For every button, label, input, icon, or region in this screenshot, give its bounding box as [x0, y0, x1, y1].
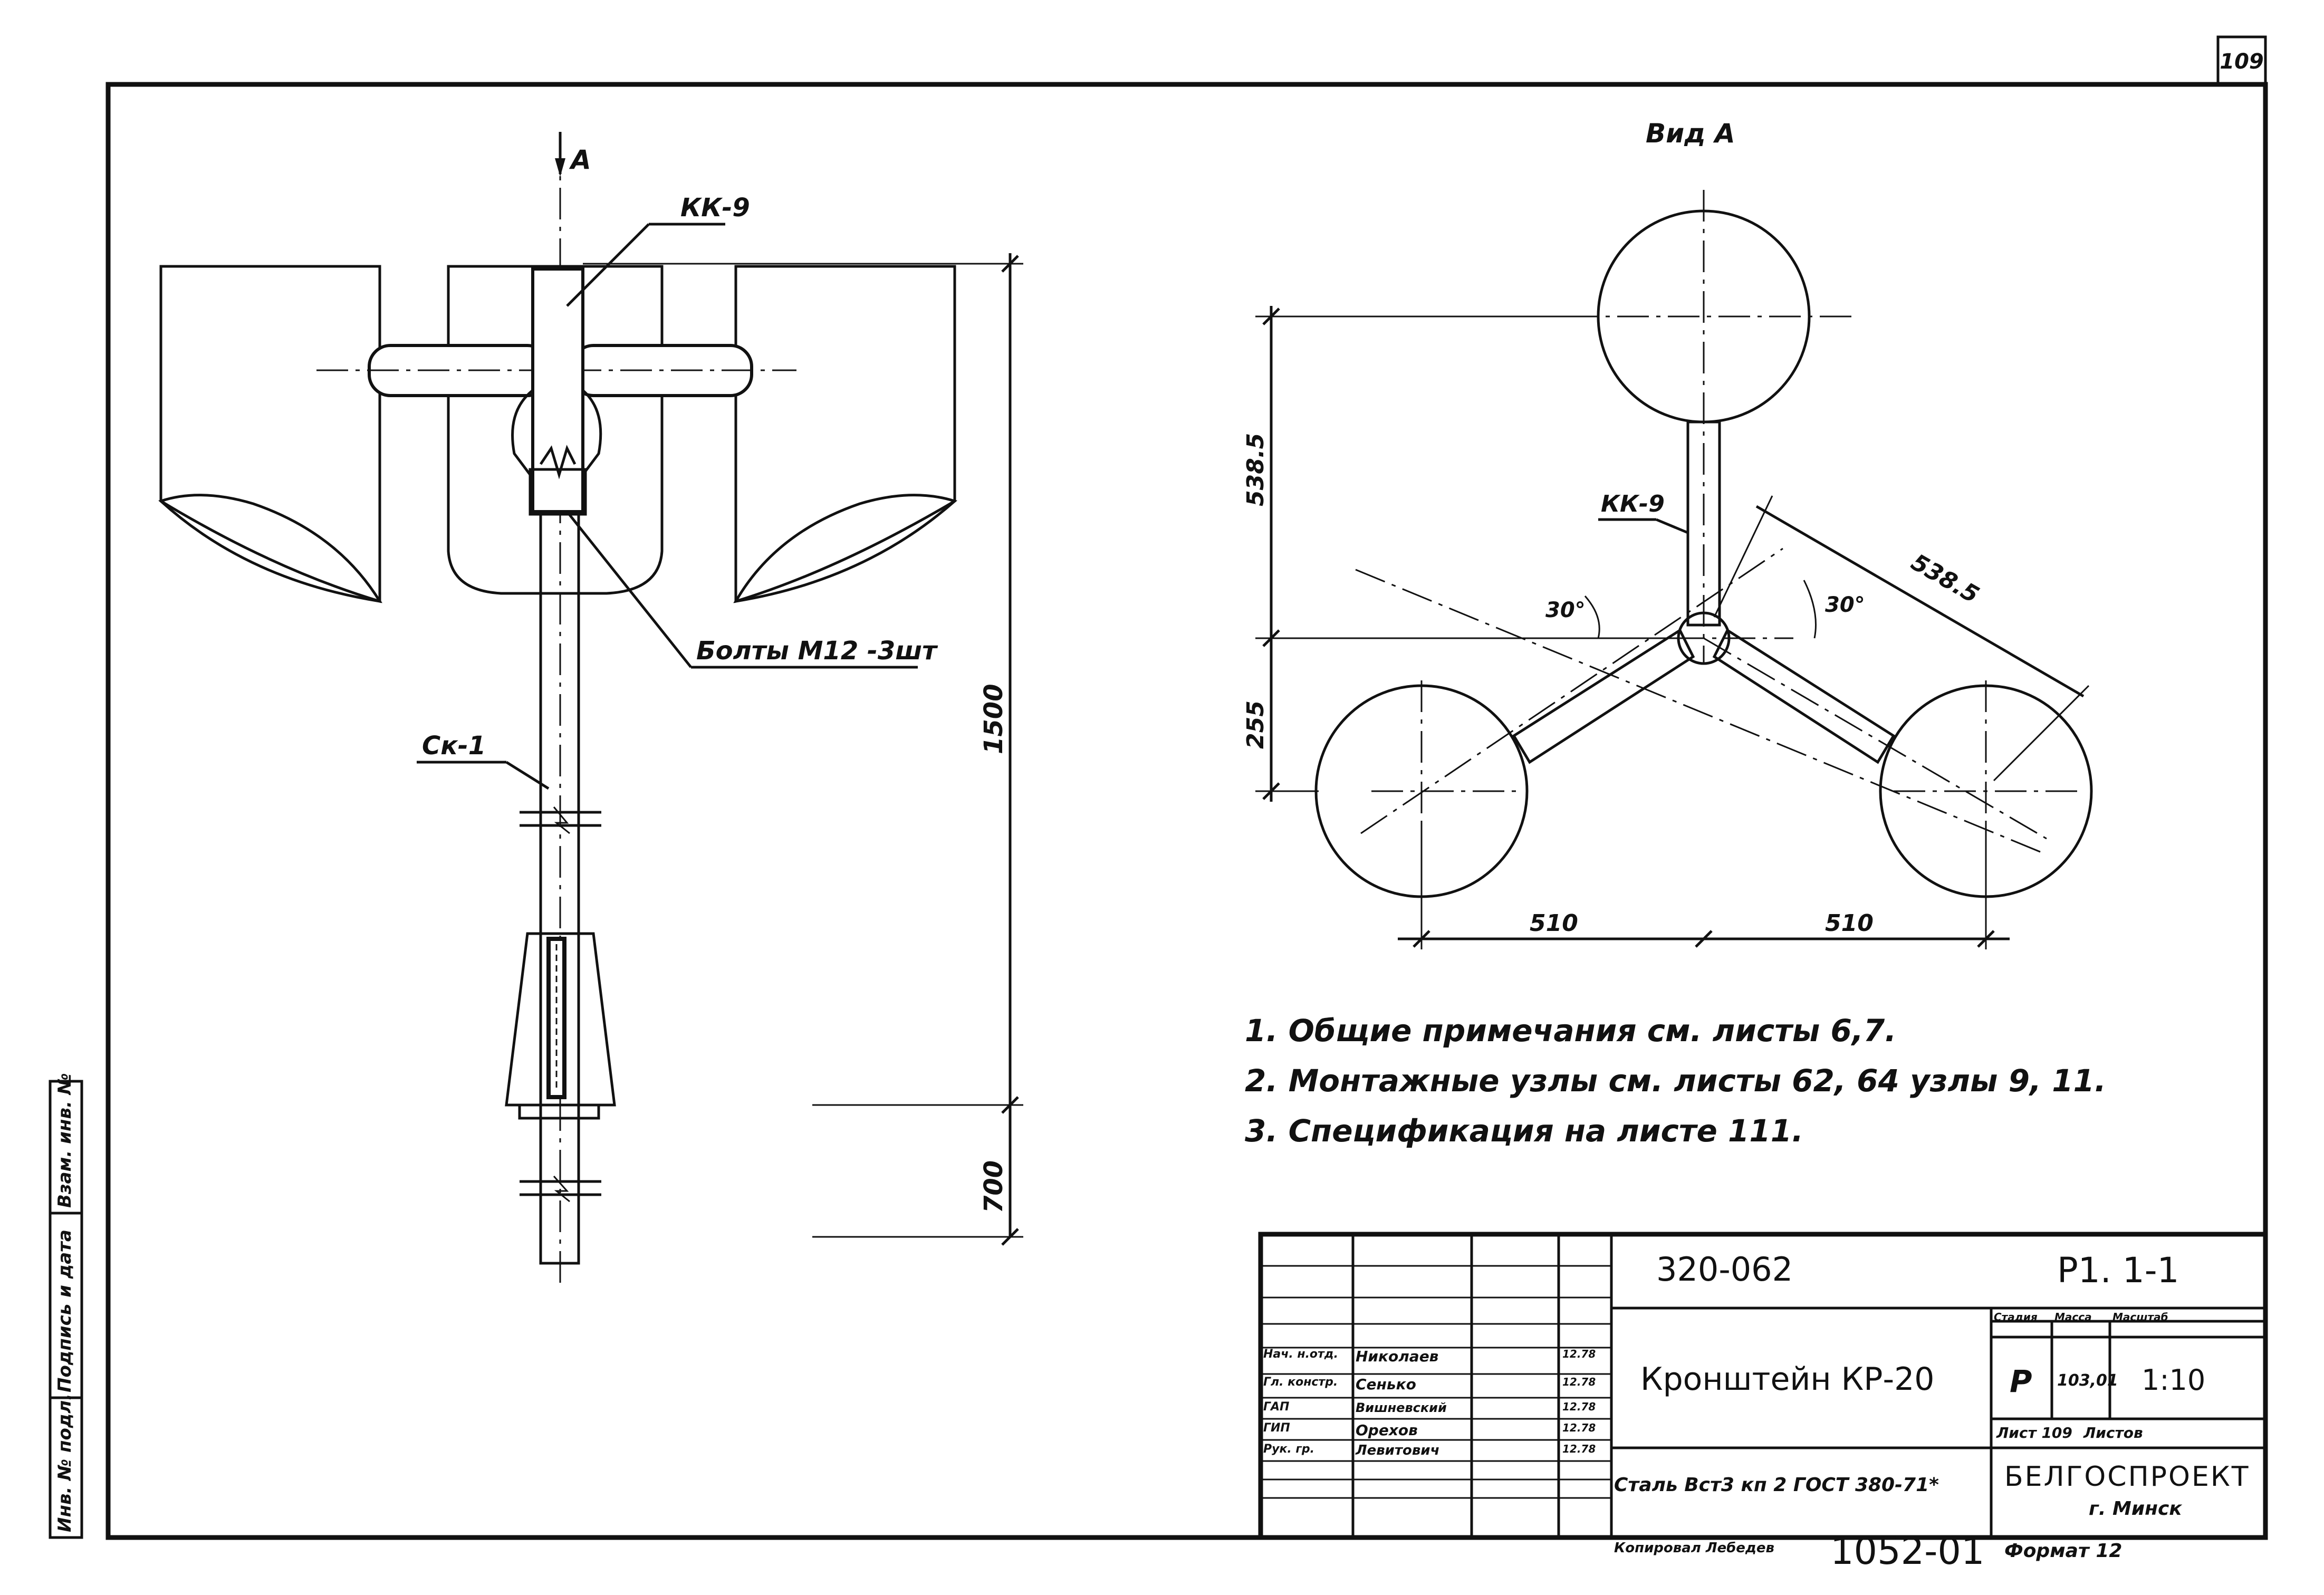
view-a-part-label: КК-9	[1601, 491, 1665, 517]
note-2: 2. Монтажные узлы см. листы 62, 64 узлы …	[1245, 1063, 2106, 1099]
sig-role-5: Рук. гр.	[1263, 1443, 1315, 1456]
side-replaced-inv: Взам. инв. №	[54, 1073, 75, 1208]
dim-height-1500: 1500	[979, 684, 1009, 754]
product-name: Кронштейн КР-20	[1640, 1361, 1935, 1398]
sig-name-5: Левитович	[1356, 1443, 1440, 1458]
copied-by: Копировал Лебедев	[1614, 1540, 1774, 1556]
city: г. Минск	[2089, 1498, 2182, 1520]
part-ck1-label: Ск-1	[422, 731, 486, 761]
view-a-title: Вид А	[1646, 118, 1735, 149]
title-block-grid	[1258, 1232, 2268, 1540]
dim-height-700: 700	[979, 1160, 1009, 1213]
sheet-code: Р1. 1-1	[2057, 1250, 2179, 1291]
mass-value: 103,01	[2057, 1371, 2118, 1390]
organization: БЕЛГОСПРОЕКТ	[2004, 1461, 2250, 1493]
scale-header: Масштаб	[2112, 1311, 2168, 1323]
dim-bottom-right: 510	[1825, 910, 1874, 937]
sig-name-2: Сенько	[1356, 1376, 1416, 1393]
sig-date-5: 12.78	[1562, 1443, 1596, 1455]
view-arrow-label: A	[569, 145, 591, 175]
format-label: Формат 12	[2004, 1540, 2123, 1562]
sig-date-1: 12.78	[1562, 1348, 1596, 1360]
sig-role-4: ГИП	[1263, 1421, 1290, 1435]
sheets-label: Листов	[2083, 1424, 2143, 1442]
angle-left: 30°	[1545, 598, 1586, 622]
bolts-label: Болты М12 -3шт	[696, 636, 938, 666]
sheet-label: Лист 109	[1996, 1424, 2072, 1442]
side-inv-no: Инв. № подл.	[54, 1393, 75, 1532]
side-sign-date: Подпись и дата	[54, 1229, 75, 1392]
doc-number: 1052-01	[1830, 1530, 1985, 1573]
sig-date-4: 12.78	[1562, 1421, 1596, 1434]
view-a: Вид А 538.5 255	[1242, 118, 2093, 949]
sig-date-3: 12.78	[1562, 1400, 1596, 1413]
sig-name-4: Орехов	[1356, 1421, 1418, 1439]
sig-role-1: Нач. н.отд.	[1263, 1348, 1338, 1361]
stage-header: Стадия	[1994, 1311, 2038, 1323]
part-kk9-label: КК-9	[680, 193, 750, 223]
project-code: 320-062	[1656, 1250, 1793, 1289]
sig-name-3: Вишневский	[1356, 1400, 1447, 1415]
sheet-number-box	[2216, 35, 2267, 86]
stage-value: Р	[2010, 1363, 2032, 1399]
front-view: A КК-9	[158, 132, 1023, 1287]
dim-vertical-top: 538.5	[1242, 433, 1269, 506]
note-3: 3. Спецификация на листе 111.	[1245, 1113, 1804, 1149]
angle-right: 30°	[1825, 593, 1865, 617]
sheet-frame	[105, 82, 2268, 1540]
sig-role-2: Гл. констр.	[1263, 1376, 1338, 1389]
sig-name-1: Николаев	[1356, 1348, 1439, 1365]
side-stamp-grid	[49, 1080, 83, 1539]
sig-date-2: 12.78	[1562, 1376, 1596, 1388]
note-1: 1. Общие примечания см. листы 6,7.	[1245, 1013, 1897, 1049]
scale-value: 1:10	[2141, 1363, 2206, 1397]
dim-vertical-bottom: 255	[1242, 700, 1269, 749]
material: Сталь Вст3 кп 2 ГОСТ 380-71*	[1614, 1474, 1939, 1496]
dim-bottom-left: 510	[1530, 910, 1578, 937]
mass-header: Масса	[2054, 1311, 2092, 1323]
sig-role-3: ГАП	[1263, 1400, 1290, 1414]
sheet-number: 109	[2220, 50, 2264, 74]
